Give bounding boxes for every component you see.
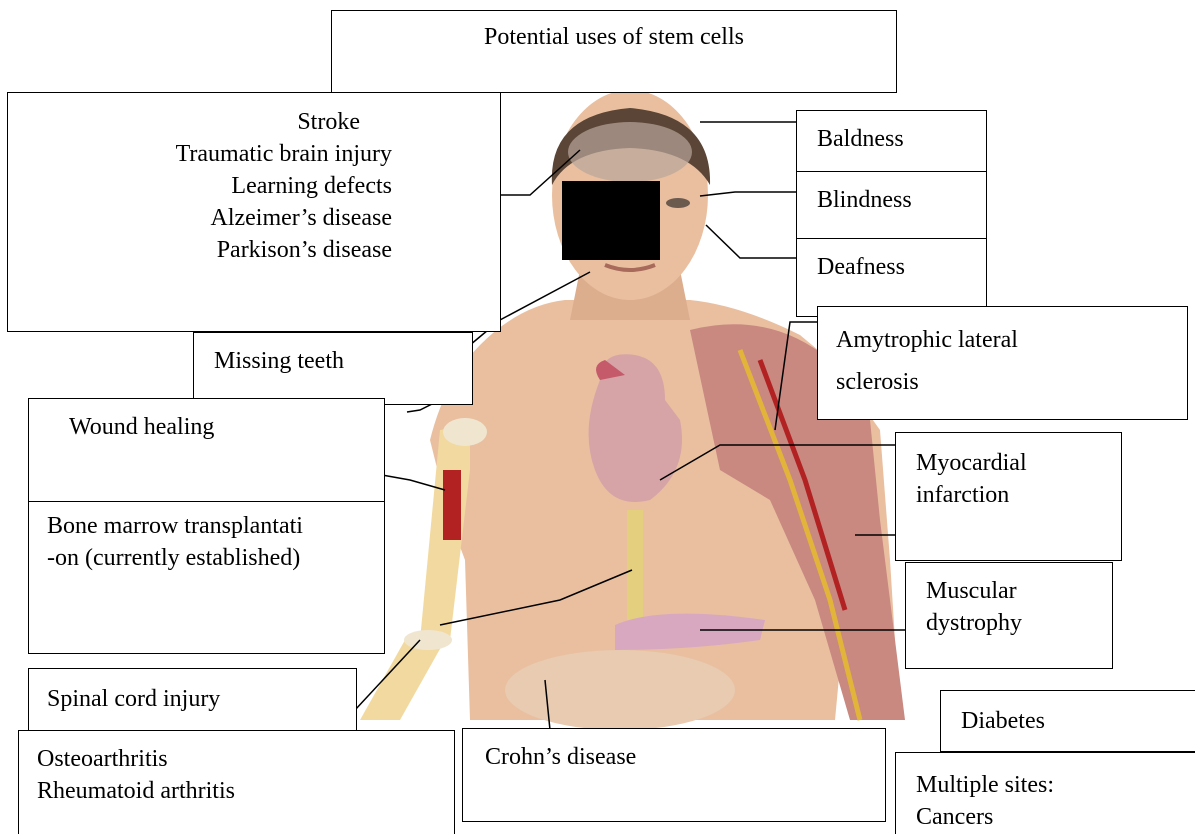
label-bone-marrow-1: Bone marrow transplantati [47,510,384,542]
baldness-box: Baldness [796,110,987,172]
page-title: Potential uses of stem cells [332,21,896,53]
label-myocardial-1: Myocardial [916,447,1121,479]
label-spinal-cord: Spinal cord injury [47,683,356,715]
label-parkinsons: Parkison’s disease [8,234,392,266]
label-bone-marrow-2: -on (currently established) [47,542,384,574]
blindness-box: Blindness [796,171,987,239]
label-diabetes: Diabetes [961,705,1195,737]
wound-healing-box: Wound healing [28,398,385,502]
bone-head [443,418,487,446]
label-learning: Learning defects [8,170,392,202]
label-muscular-1: Muscular [926,575,1112,607]
knee-joint [404,630,452,650]
title-box: Potential uses of stem cells [331,10,897,93]
intestines-shape [505,650,735,730]
label-missing-teeth: Missing teeth [214,345,472,377]
label-blindness: Blindness [817,184,986,216]
crohns-box: Crohn’s disease [462,728,886,822]
label-wound-healing: Wound healing [69,411,384,443]
label-stroke: Stroke [8,106,392,138]
bone-marrow-shape [443,470,461,540]
label-osteoarthritis: Osteoarthritis [37,743,454,775]
multiple-sites-box: Multiple sites: Cancers [895,752,1195,834]
leader-blindness [700,192,796,196]
label-myocardial-2: infarction [916,479,1121,511]
bone-marrow-box: Bone marrow transplantati -on (currently… [28,501,385,654]
brain-overlay [568,122,692,182]
label-muscular-2: dystrophy [926,607,1112,639]
brain-conditions-box: Stroke Traumatic brain injury Learning d… [7,92,501,332]
label-deafness: Deafness [817,251,986,283]
label-als-2: sclerosis [836,361,1187,403]
leader-deafness [706,225,796,258]
arthritis-box: Osteoarthritis Rheumatoid arthritis [18,730,455,834]
label-cancers: Cancers [916,801,1195,833]
label-multiple-sites: Multiple sites: [916,769,1195,801]
spinal-cord-shape [627,510,643,620]
label-alzheimers: Alzeimer’s disease [8,202,392,234]
label-baldness: Baldness [817,123,986,155]
myocardial-box: Myocardial infarction [895,432,1122,561]
redaction-block [562,181,660,260]
label-als-1: Amytrophic lateral [836,319,1187,361]
muscular-dystrophy-box: Muscular dystrophy [905,562,1113,669]
label-rheumatoid: Rheumatoid arthritis [37,775,454,807]
missing-teeth-box: Missing teeth [193,332,473,405]
label-crohns: Crohn’s disease [485,741,885,773]
label-tbi: Traumatic brain injury [8,138,392,170]
eye-shape [666,198,690,208]
diabetes-box: Diabetes [940,690,1195,752]
als-box: Amytrophic lateral sclerosis [817,306,1188,420]
